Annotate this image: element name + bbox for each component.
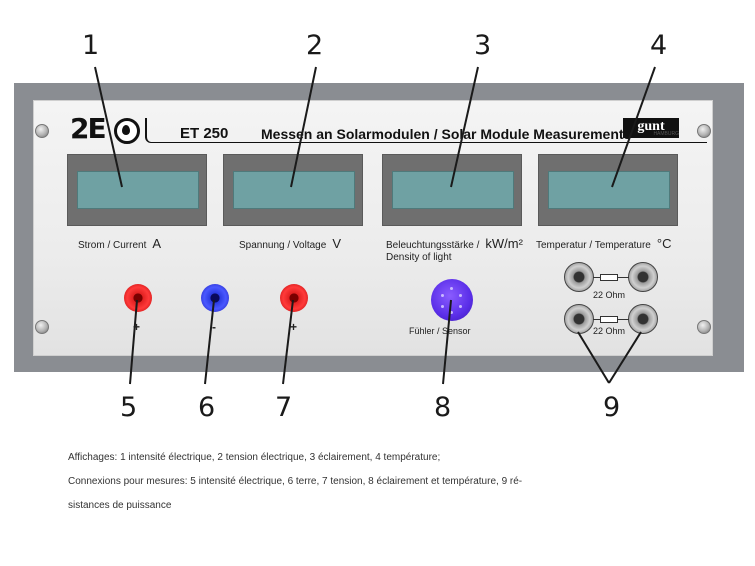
jack-sign-plus: + <box>133 320 141 334</box>
callout-number-7: 7 <box>275 392 293 423</box>
jack-current-plus[interactable] <box>124 284 152 312</box>
jack-sign-minus: - <box>212 320 216 334</box>
callout-number-2: 2 <box>306 30 324 61</box>
lcd-screen <box>77 171 199 209</box>
sensor-pin <box>450 287 453 290</box>
screw-bottom-right <box>697 320 711 334</box>
display-voltage <box>223 154 363 226</box>
caption-line-1: Affichages: 1 intensité électrique, 2 te… <box>68 452 441 463</box>
callout-number-5: 5 <box>120 392 138 423</box>
display-current <box>67 154 207 226</box>
sensor-pin <box>459 294 462 297</box>
display-label-light-density: Beleuchtungsstärke /kW/m² <box>386 236 523 251</box>
screw-bottom-left <box>35 320 49 334</box>
jack-sign-plus: + <box>290 320 298 334</box>
callout-number-9: 9 <box>603 392 621 423</box>
resistor-terminal[interactable] <box>628 262 658 292</box>
leader-line-1 <box>94 66 123 188</box>
display-label-light-density-en: Density of light <box>386 252 452 263</box>
resistor-value-label: 22 Ohm <box>593 326 626 336</box>
sensor-pin <box>441 294 444 297</box>
resistor-symbol <box>600 274 618 281</box>
leader-line-5 <box>129 299 138 385</box>
brand-logo: 2E <box>70 112 107 145</box>
leader-line-9a <box>577 331 610 384</box>
leader-line-8 <box>442 299 452 385</box>
title-bracket-line <box>145 118 707 143</box>
display-label-temperature: Temperatur / Temperature°C <box>536 236 672 251</box>
leader-line-3 <box>450 66 479 188</box>
leader-line-7 <box>282 299 294 385</box>
screw-top-left <box>35 124 49 138</box>
sensor-label: Fühler / Sensor <box>409 326 471 336</box>
display-temperature <box>538 154 678 226</box>
callout-number-4: 4 <box>650 30 668 61</box>
callout-number-3: 3 <box>474 30 492 61</box>
sensor-socket[interactable] <box>431 279 473 321</box>
model-number: ET 250 <box>180 125 229 142</box>
device-title: Messen an Solarmodulen / Solar Module Me… <box>261 126 632 142</box>
resistor-value-label: 22 Ohm <box>593 290 626 300</box>
jack-voltage-plus[interactable] <box>280 284 308 312</box>
resistor-symbol <box>600 316 618 323</box>
maker-logo-subtitle: HAMBURG <box>653 131 679 137</box>
brand-logo-icon <box>114 118 140 144</box>
callout-number-8: 8 <box>434 392 452 423</box>
maker-logo: gunt <box>623 118 679 138</box>
sensor-pin <box>459 305 462 308</box>
leader-line-9b <box>608 331 642 384</box>
callout-number-6: 6 <box>198 392 216 423</box>
sensor-pin <box>441 305 444 308</box>
sensor-pin <box>450 311 453 314</box>
leader-line-6 <box>204 299 215 385</box>
leader-line-4 <box>611 66 656 188</box>
leader-line-2 <box>290 66 317 188</box>
jack-ground[interactable] <box>201 284 229 312</box>
caption-line-2: Connexions pour mesures: 5 intensité éle… <box>68 476 523 487</box>
lcd-screen <box>548 171 670 209</box>
callout-number-1: 1 <box>82 30 100 61</box>
caption-line-3: sistances de puissance <box>68 500 172 511</box>
